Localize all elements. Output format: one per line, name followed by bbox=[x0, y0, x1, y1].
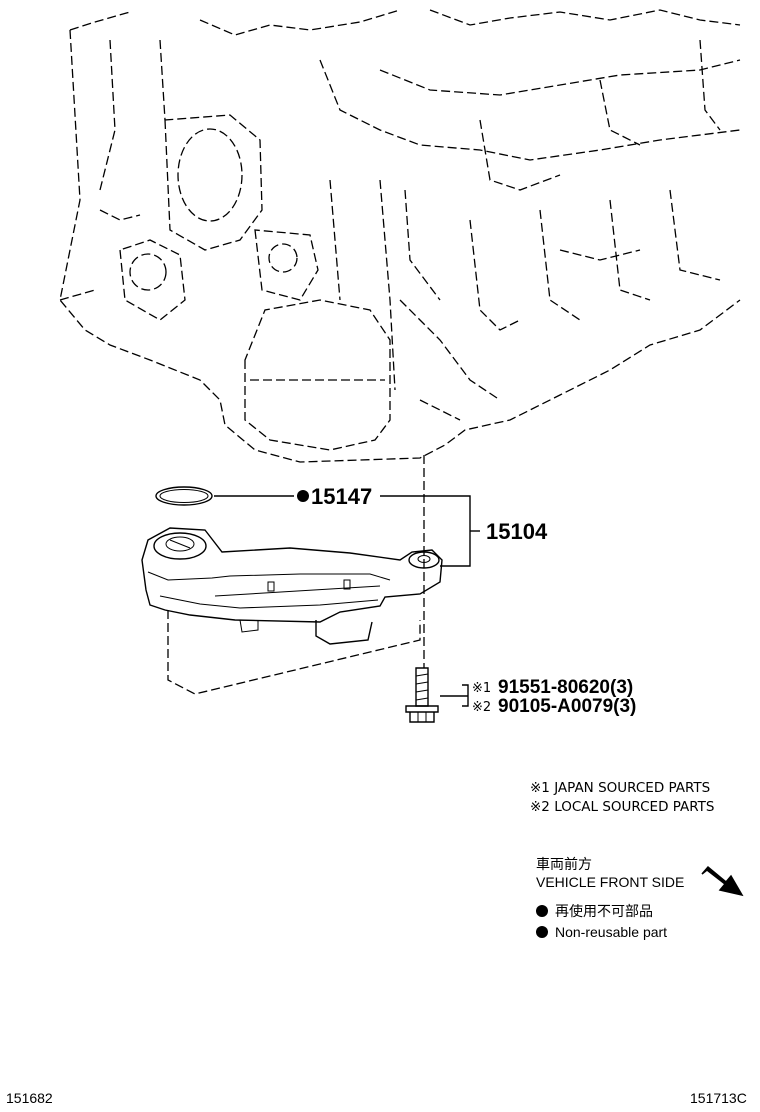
footer-code-left: 151682 bbox=[6, 1090, 53, 1106]
note-japan-sourced: ※1 JAPAN SOURCED PARTS bbox=[530, 780, 710, 796]
engine-block-phantom bbox=[59, 9, 741, 463]
assembly-part-number: 15104 bbox=[486, 519, 548, 544]
mark-japan-sourced: ※1 bbox=[472, 681, 491, 696]
bolt-part-number-local: 90105-A0079(3) bbox=[498, 696, 636, 717]
front-side-label-en: VEHICLE FRONT SIDE bbox=[536, 874, 684, 890]
filter-assembly bbox=[141, 527, 443, 695]
non-reusable-label-en: Non-reusable part bbox=[555, 924, 667, 940]
bolt-part-number-japan: 91551-80620(3) bbox=[498, 677, 633, 698]
non-reusable-legend-dot-icon bbox=[536, 905, 548, 917]
non-reusable-dot-icon bbox=[297, 490, 309, 502]
footer-code-right: 151713C bbox=[690, 1090, 747, 1106]
mark-local-sourced: ※2 bbox=[472, 700, 491, 715]
front-side-label-jp: 車両前方 bbox=[536, 856, 592, 872]
front-direction-arrow-icon bbox=[701, 865, 744, 897]
gasket-o-ring bbox=[155, 486, 213, 506]
flange-bolt bbox=[405, 667, 439, 723]
non-reusable-label-jp: 再使用不可部品 bbox=[555, 903, 653, 919]
non-reusable-legend-dot-icon-en bbox=[536, 926, 548, 938]
leader-bolt-bracket bbox=[462, 684, 469, 707]
gasket-part-number: 15147 bbox=[311, 484, 372, 509]
note-local-sourced: ※2 LOCAL SOURCED PARTS bbox=[530, 799, 715, 815]
